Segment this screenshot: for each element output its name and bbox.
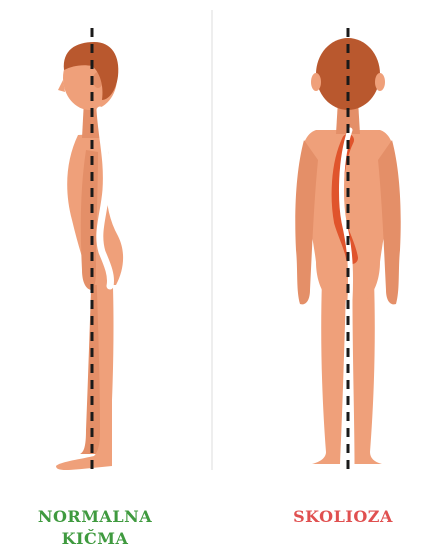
scoliosis-figure-icon — [295, 28, 400, 470]
normal-label-line2: KIČMA — [10, 528, 180, 550]
scoliosis-label: SKOLIOZA — [268, 506, 418, 528]
normal-spine-figure-icon — [56, 28, 123, 470]
normal-spine-label: NORMALNA KIČMA — [10, 506, 180, 550]
normal-label-line1: NORMALNA — [10, 506, 180, 528]
